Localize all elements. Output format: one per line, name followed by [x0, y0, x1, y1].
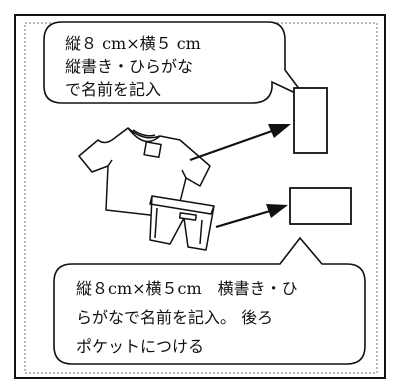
tshirt-icon — [78, 127, 211, 219]
arrow-shorts-head — [266, 204, 288, 218]
arrow-shirt-head — [268, 124, 291, 138]
shirt-name-tag — [293, 87, 328, 154]
callout-bottom-line-3: ポケットにつける — [76, 337, 204, 356]
callout-bottom-bubble — [53, 236, 366, 365]
callout-top-line-2: 縦書き・ひらがな — [65, 57, 193, 76]
callout-top-line-1: 縦８ cm×横５ cm — [65, 34, 201, 53]
arrow-shirt-line — [189, 129, 273, 162]
callout-top-line-3: で名前を記入 — [65, 80, 161, 99]
arrow-shorts-line — [215, 209, 271, 229]
callout-bottom-line-1: 縦８cm×横５cm 横書き・ひ — [76, 279, 298, 298]
callout-top-bubble — [43, 21, 307, 104]
shorts-icon — [149, 195, 215, 251]
callout-bottom-line-2: らがなで名前を記入。 後ろ — [76, 308, 273, 327]
shorts-name-tag — [289, 187, 352, 225]
